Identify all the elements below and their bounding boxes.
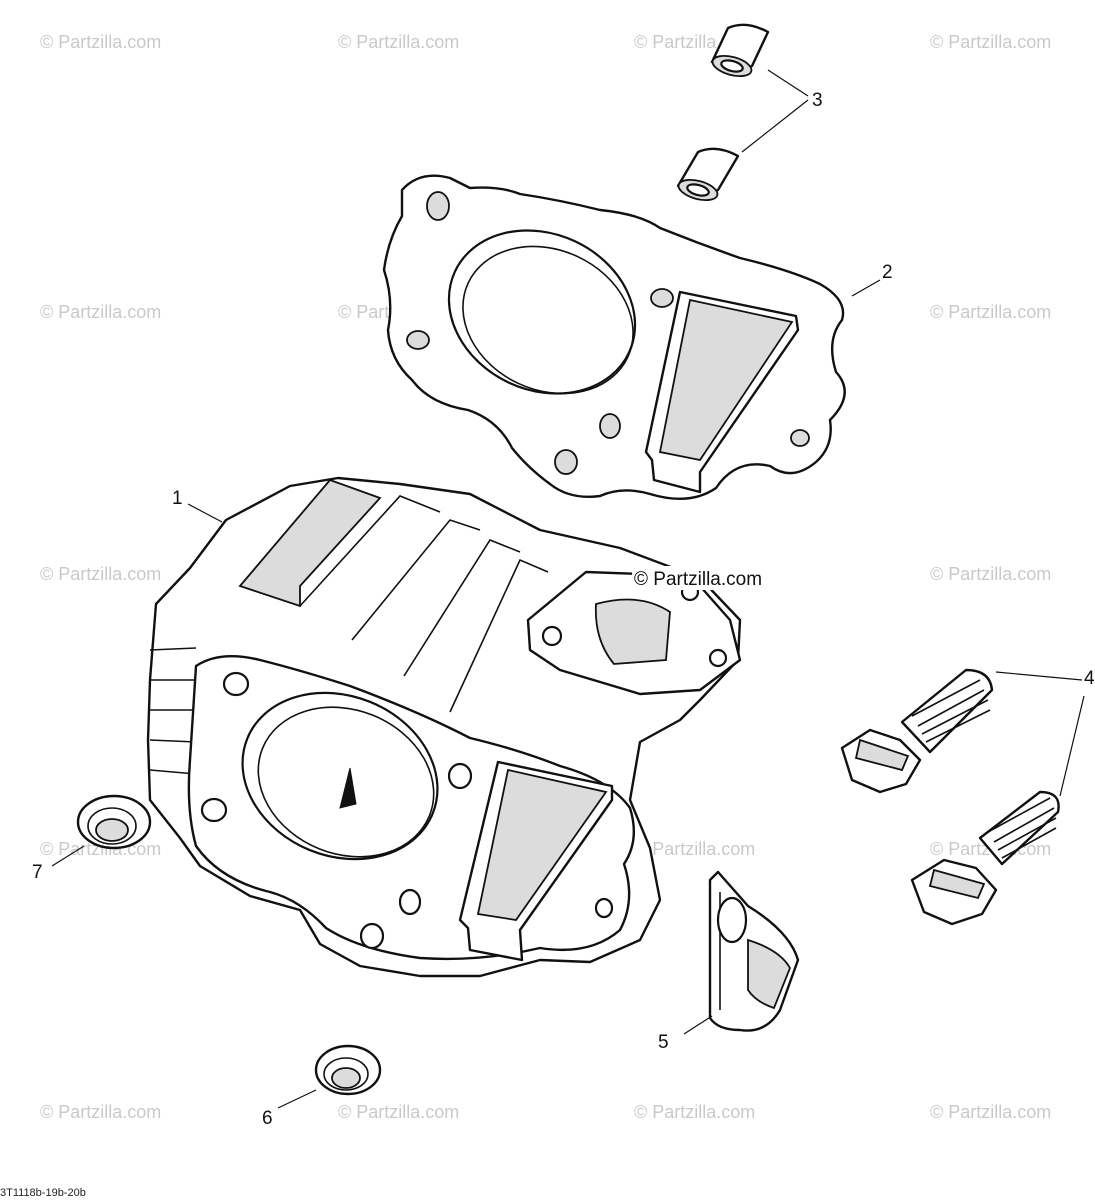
center-watermark: © Partzilla.com [632, 566, 792, 590]
watermark: © Partzilla.com [40, 564, 161, 584]
watermark: © Partzilla.com [40, 1102, 161, 1122]
watermark: © Partzilla.com [634, 1102, 755, 1122]
watermark: © Partzilla.com [930, 302, 1051, 322]
callout-1: 1 [172, 488, 183, 509]
dowel-pins [676, 23, 770, 202]
cylinder [146, 476, 742, 978]
callout-6: 6 [262, 1108, 273, 1129]
watermark: © Partzilla.com [930, 1102, 1051, 1122]
leader-lines [51, 69, 1085, 1109]
chain-guide [708, 870, 800, 1032]
callout-5: 5 [658, 1032, 669, 1053]
callout-3: 3 [812, 90, 823, 111]
center-watermark-text: © Partzilla.com [634, 569, 762, 590]
watermark: © Partzilla.com [40, 302, 161, 322]
callouts: 3 2 1 4 5 6 7 [32, 90, 1095, 1129]
watermark: © Partzilla.com [930, 564, 1051, 584]
flange-bolts [840, 668, 1060, 926]
callout-4: 4 [1084, 668, 1095, 689]
diagram-code: 3T1118b-19b-20b [0, 1187, 86, 1199]
watermark: © Partzilla.com [634, 839, 755, 859]
watermark: © Partzilla.com [338, 32, 459, 52]
watermark: © Partzilla.com [338, 1102, 459, 1122]
watermark: © Partzilla.com [930, 32, 1051, 52]
seal-ring-6 [314, 1044, 382, 1096]
callout-7: 7 [32, 862, 43, 883]
seal-ring-7 [76, 794, 152, 850]
cylinder-gasket [382, 174, 846, 500]
watermark: © Partzilla.com [40, 32, 161, 52]
callout-2: 2 [882, 262, 893, 283]
